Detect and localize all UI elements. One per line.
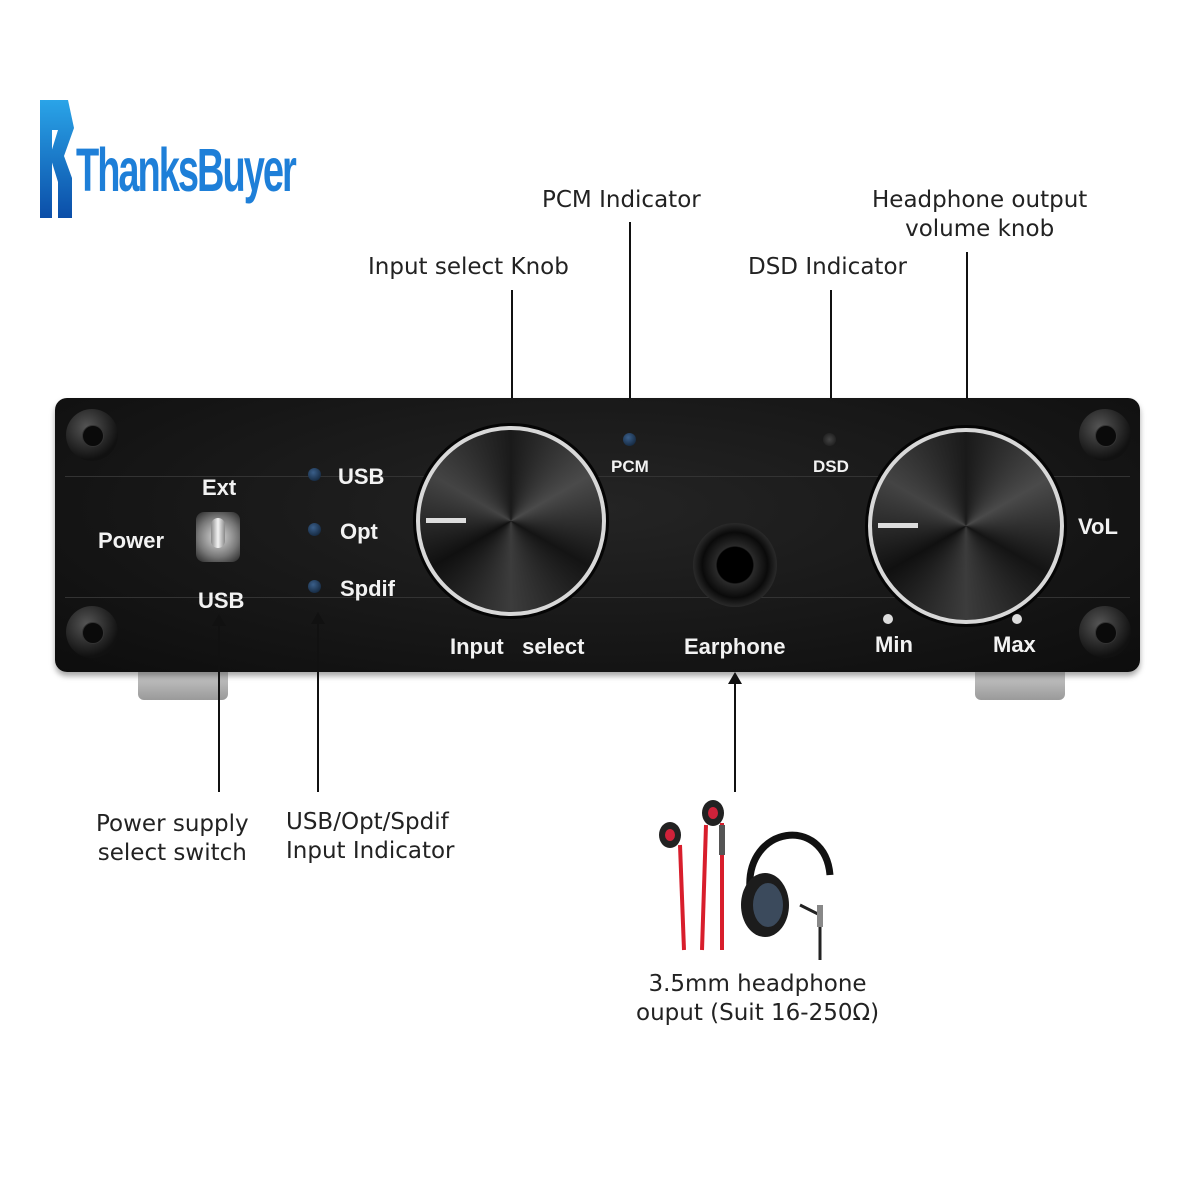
volume-callout-line: [966, 252, 968, 410]
dsd-led-indicator: [823, 433, 836, 446]
led-usb-label: USB: [338, 464, 385, 489]
max-label: Max: [993, 632, 1036, 657]
pcm-indicator-callout: PCM Indicator: [542, 187, 701, 213]
toggle-lever: [211, 518, 225, 548]
knob-indicator-mark: [878, 523, 918, 528]
ext-label: Ext: [202, 475, 237, 500]
spdif-led-indicator: [308, 580, 321, 593]
callout-line-2: volume knob: [905, 216, 1055, 242]
opt-led-indicator: [308, 523, 321, 536]
earphones-and-headphones-image: [659, 800, 834, 960]
power-toggle-switch[interactable]: [196, 512, 240, 562]
max-dot: [1012, 614, 1022, 624]
input-select-callout-line: [511, 290, 513, 410]
pcm-label: PCM: [611, 457, 649, 476]
dsd-label: DSD: [813, 457, 849, 476]
min-label: Min: [875, 632, 913, 657]
device-foot: [138, 672, 228, 700]
arrow-icon: [212, 614, 226, 626]
callout-line-1: 3.5mm headphone: [648, 971, 867, 997]
dsd-indicator-callout: DSD Indicator: [748, 254, 907, 280]
callout-line-1: Power supply: [96, 811, 249, 837]
power-switch-callout: Power supply select switch: [96, 810, 249, 868]
indicator-callout-line: [317, 624, 319, 792]
dsd-callout-line: [830, 290, 832, 410]
arrow-icon: [728, 672, 742, 684]
usb-switch-label: USB: [198, 588, 245, 613]
screw-icon: [66, 409, 118, 461]
knob-indicator-mark: [426, 518, 466, 523]
arrow-icon: [311, 612, 325, 624]
in-ear-earphones-icon: [659, 800, 725, 951]
screw-icon: [66, 606, 118, 658]
logo-text: ThanksBuyer: [76, 138, 297, 206]
vol-label: VoL: [1078, 514, 1118, 539]
pcm-callout-line: [629, 222, 631, 410]
headphone-jack[interactable]: [693, 523, 777, 607]
led-spdif-label: Spdif: [340, 576, 395, 601]
callout-line-2: ouput (Suit 16-250Ω): [636, 1000, 880, 1026]
min-dot: [883, 614, 893, 624]
power-callout-line: [218, 626, 220, 792]
usb-led-indicator: [308, 468, 321, 481]
callout-line-1: Headphone output: [872, 187, 1088, 213]
callout-line-2: select switch: [97, 840, 247, 866]
device-foot: [975, 672, 1065, 700]
earphone-callout-line: [734, 684, 736, 792]
brand-logo: ThanksBuyer: [38, 98, 297, 220]
screw-icon: [1079, 409, 1131, 461]
volume-knob[interactable]: [868, 428, 1064, 624]
callout-line-2: Input Indicator: [286, 838, 455, 864]
callout-line-1: USB/Opt/Spdif: [286, 809, 449, 835]
earphone-label: Earphone: [684, 634, 786, 659]
over-ear-headphones-icon: [741, 831, 834, 960]
input-select-knob-callout: Input select Knob: [368, 254, 569, 280]
screw-icon: [1079, 606, 1131, 658]
panel-inset: [65, 476, 1130, 598]
logo-mark-icon: [40, 100, 74, 218]
headphone-output-callout: 3.5mm headphone ouput (Suit 16-250Ω): [636, 970, 879, 1028]
input-select-label: Input select: [450, 634, 585, 659]
pcm-led-indicator: [623, 433, 636, 446]
led-opt-label: Opt: [340, 519, 378, 544]
headphone-volume-callout: Headphone output volume knob: [872, 186, 1087, 244]
input-indicator-callout: USB/Opt/Spdif Input Indicator: [286, 808, 455, 866]
power-label: Power: [98, 528, 165, 553]
input-select-knob[interactable]: [416, 426, 606, 616]
